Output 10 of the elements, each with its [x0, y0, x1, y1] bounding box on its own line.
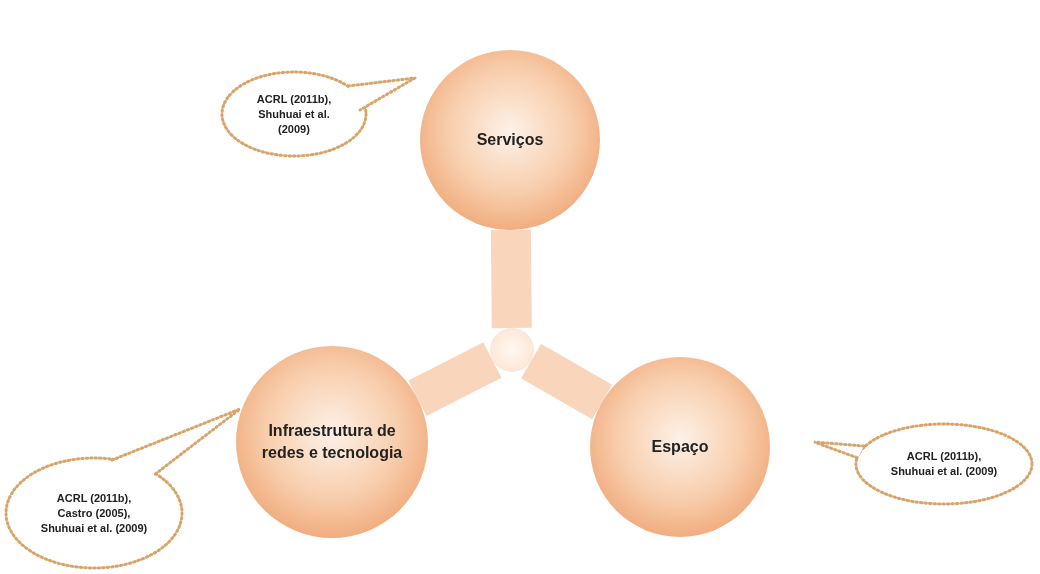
citation-text: ACRL (2011b), Castro (2005), Shuhuai et al. (2009): [39, 490, 149, 536]
connector-band: [490, 229, 532, 329]
connector-band: [521, 343, 613, 420]
hub-circle: [490, 328, 534, 372]
connector-band: [408, 342, 502, 417]
topic-label: Espaço: [650, 437, 710, 458]
citation-text: ACRL (2011b), Shuhuai et al. (2009): [255, 91, 333, 137]
topic-label: Infraestrutura de redes e tecnologia: [260, 421, 404, 463]
topic-label: Serviços: [475, 130, 545, 151]
citation-text: ACRL (2011b), Shuhuai et al. (2009): [889, 449, 999, 479]
